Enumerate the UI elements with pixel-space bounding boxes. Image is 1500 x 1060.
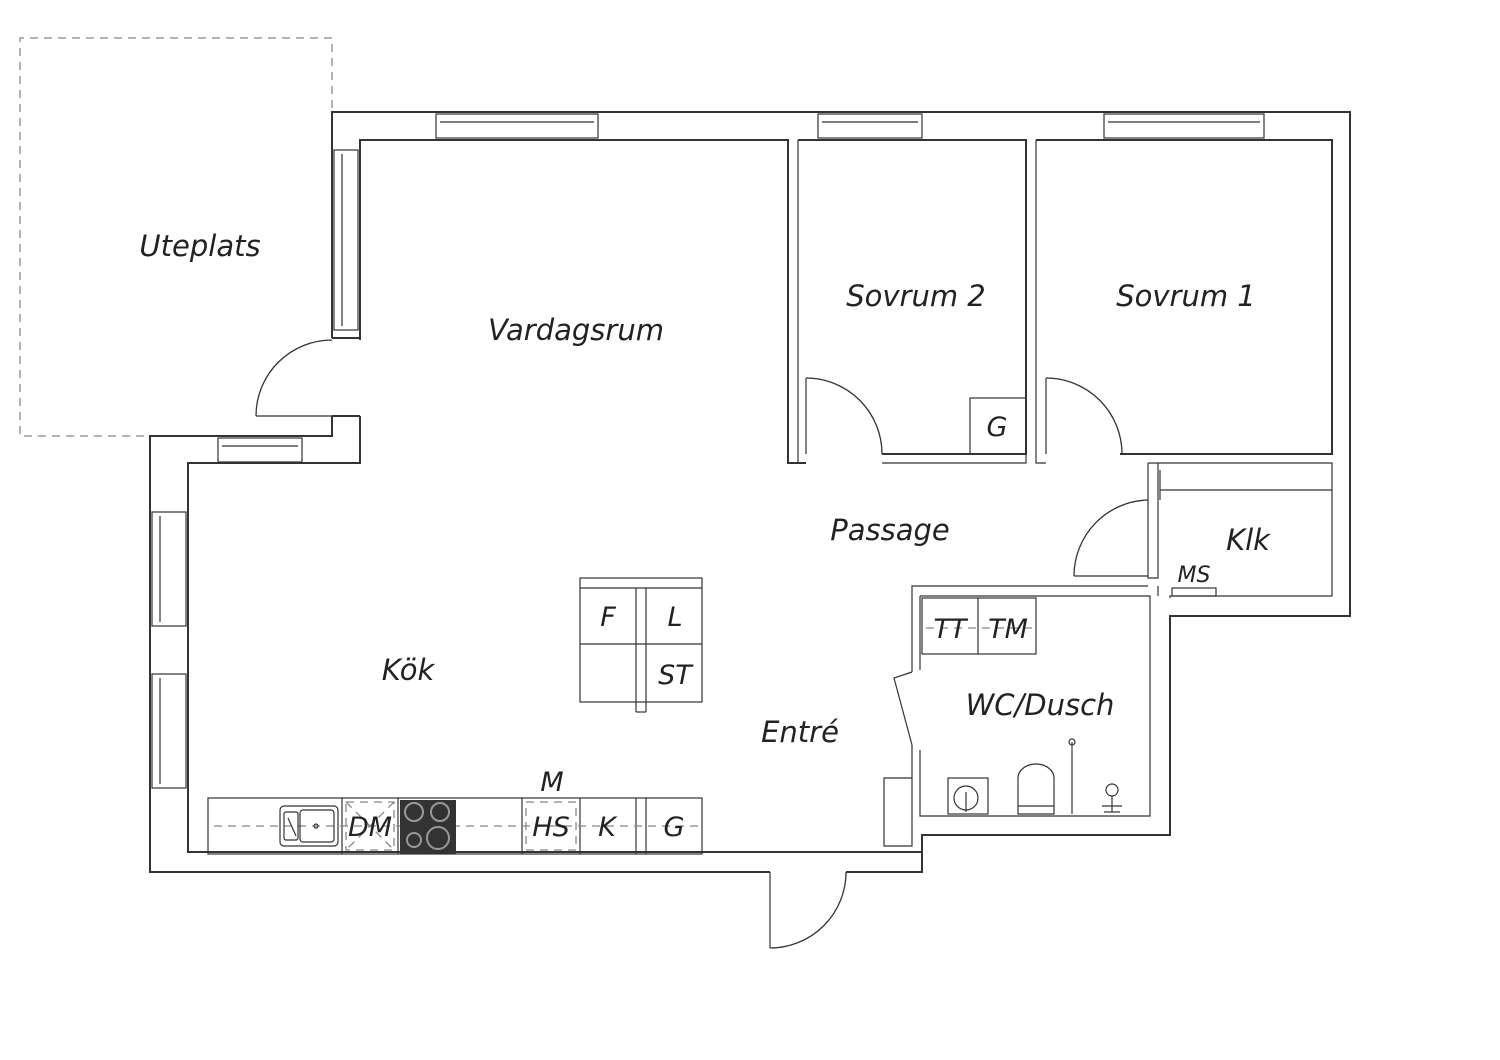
fixture-label-f: F <box>600 602 616 633</box>
fixture-label-wardrobe-bedroom: G <box>987 412 1008 443</box>
doors <box>255 339 1149 949</box>
room-label-vardagsrum: Vardagsrum <box>488 313 664 347</box>
laundry-block <box>921 597 1037 655</box>
room-label-passage: Passage <box>830 513 950 547</box>
outer-walls <box>149 111 1351 873</box>
fixture-label-tt: TT <box>934 614 969 645</box>
fixture-label-l: L <box>667 602 682 633</box>
washbasin-icon <box>947 777 989 815</box>
fixture-label-hs: HS <box>532 812 569 843</box>
cooktop-icon <box>400 800 456 854</box>
fixture-label-st: ST <box>658 660 694 691</box>
room-label-klk: Klk <box>1226 523 1271 557</box>
room-label-entre: Entré <box>761 715 839 749</box>
room-label-uteplats: Uteplats <box>139 229 260 263</box>
fixture-label-wardrobe-kitchen: G <box>664 812 685 843</box>
fixture-label-dm: DM <box>348 812 392 843</box>
fixture-label-ms: MS <box>1178 563 1211 588</box>
fixture-label-k: K <box>598 812 618 843</box>
interior-walls <box>797 140 1333 847</box>
room-label-kok: Kök <box>382 653 436 687</box>
room-label-sovrum-1: Sovrum 1 <box>1116 279 1256 313</box>
fixture-label-m: M <box>540 767 563 798</box>
fixture-label-tm: TM <box>988 614 1028 645</box>
sink-icon <box>279 805 339 847</box>
patio-outline <box>19 37 333 437</box>
fridge-freezer-block <box>579 577 703 713</box>
windows <box>151 113 1265 789</box>
room-label-sovrum-2: Sovrum 2 <box>846 279 986 313</box>
shower-drain-icon <box>1102 783 1122 813</box>
toilet-icon <box>1017 763 1055 815</box>
room-label-wc-dusch: WC/Dusch <box>966 688 1115 722</box>
shower-rail-icon <box>1068 738 1076 814</box>
